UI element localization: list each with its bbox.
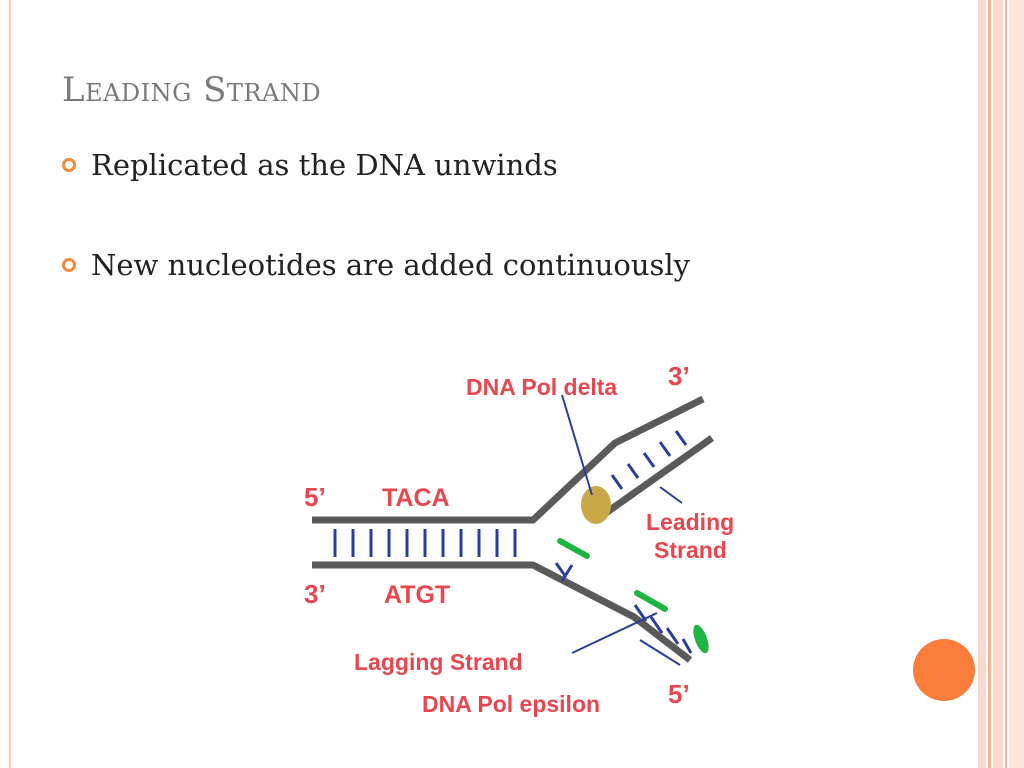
left-border-line: [9, 0, 11, 768]
bullet-list: Replicated as the DNA unwinds New nucleo…: [62, 140, 690, 340]
five-prime-bottom-label: 5’: [668, 679, 690, 709]
bullet-item: Replicated as the DNA unwinds: [62, 140, 690, 190]
atgt-label: ATGT: [384, 581, 450, 609]
bullet-marker-icon: [62, 158, 76, 172]
taca-label: TACA: [382, 484, 450, 512]
bullet-text: New nucleotides are added continuously: [91, 248, 691, 282]
lagging-strand-label: Lagging Strand: [354, 649, 523, 675]
leading-label-line2: Strand: [654, 537, 727, 563]
dna-replication-diagram: DNA Pol delta 3’ 5’ TACA Leading Strand …: [304, 361, 734, 717]
pol-delta-label: DNA Pol delta: [466, 374, 617, 400]
dna-strands: [312, 395, 715, 663]
green-polymerase-tip: [693, 624, 709, 654]
pointer-lines: [561, 394, 683, 666]
bullet-text: Replicated as the DNA unwinds: [91, 148, 558, 182]
bullet-item: New nucleotides are added continuously: [62, 240, 690, 290]
accent-circle: [913, 639, 975, 701]
slide-title: Leading Strand: [62, 70, 322, 110]
right-decorative-bars: [978, 0, 1024, 768]
three-prime-top-label: 3’: [668, 361, 690, 391]
five-prime-left-label: 5’: [304, 482, 326, 512]
bullet-marker-icon: [62, 258, 76, 272]
rna-primers: [557, 538, 668, 612]
pol-epsilon-label: DNA Pol epsilon: [422, 691, 600, 717]
dna-pol-delta-icon: [581, 486, 611, 524]
leading-label-line1: Leading: [646, 509, 734, 535]
three-prime-left-label: 3’: [304, 579, 326, 609]
